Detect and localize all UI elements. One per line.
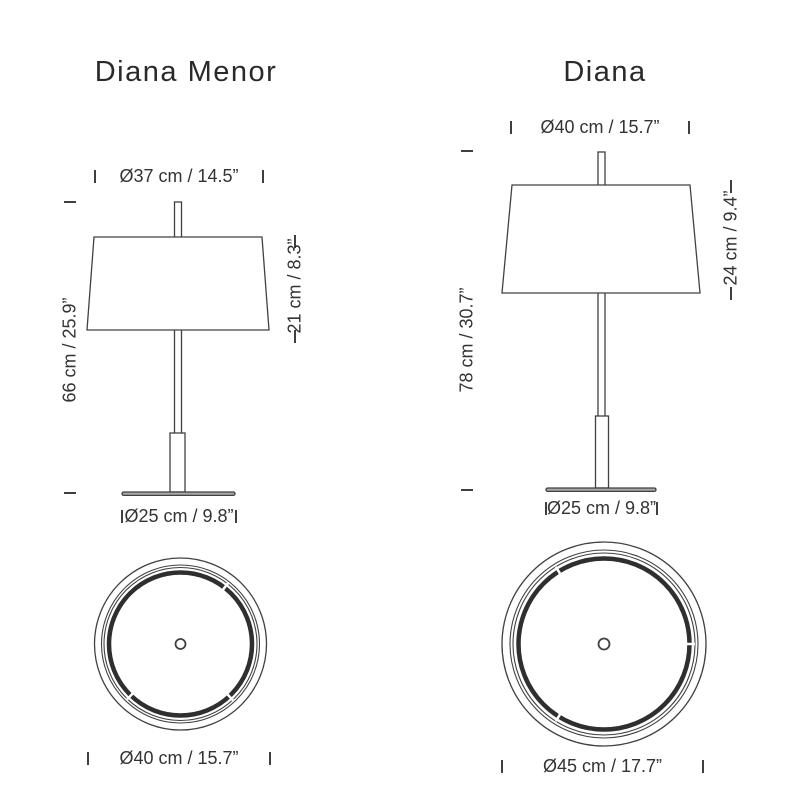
lamp1-dim-shade-height: 21 cm / 8.3” [284, 238, 305, 334]
lamp2-topview-ring-notch [554, 712, 563, 722]
lamp2-dim-shade-height: 24 cm / 9.4” [720, 190, 741, 286]
dim-tick [461, 489, 473, 491]
lamp1-topview-rim-circle [100, 564, 261, 724]
lamp2-shade [501, 184, 701, 294]
dim-tick [510, 120, 512, 134]
dim-tick [656, 501, 659, 515]
lamp2-dim-shade-diameter: Ø40 cm / 15.7” [510, 116, 690, 137]
lamp2-dim-topview-diameter: Ø45 cm / 17.7” [501, 755, 704, 776]
lamp2-stem-base-cylinder [594, 415, 610, 489]
dim-tick [545, 501, 547, 515]
dim-tick [87, 751, 89, 765]
lamp1-shade [86, 236, 270, 331]
lamp1-topview-ring-notch [126, 691, 135, 701]
lamp2-dim-total-height: 78 cm / 30.7” [456, 287, 477, 393]
dim-label: Ø45 cm / 17.7” [542, 755, 663, 776]
lamp1-dim-total-height: 66 cm / 25.9” [59, 297, 80, 403]
lamp1-title: Diana Menor [94, 56, 278, 88]
dim-tick [294, 235, 296, 248]
lamp2-title: Diana [563, 56, 647, 88]
lamp1-stem-base-cylinder [169, 432, 186, 493]
lamp1-dim-topview-diameter: Ø40 cm / 15.7” [87, 747, 271, 768]
lamp2-dim-base-diameter: Ø25 cm / 9.8” [545, 497, 659, 518]
lamp1-topview-rim-inner-circle [103, 566, 258, 722]
lamp2-base-plate [545, 487, 657, 493]
dim-label: Ø25 cm / 9.8” [547, 497, 657, 518]
lamp1-dim-shade-diameter: Ø37 cm / 14.5” [94, 165, 264, 186]
dim-tick [269, 751, 271, 765]
lamp1-topview-shade-ring [106, 570, 255, 718]
dim-label: Ø40 cm / 15.7” [119, 747, 239, 768]
lamp1-base-plate [121, 491, 236, 497]
dim-tick [688, 120, 690, 134]
dim-tick [235, 509, 237, 523]
dim-label: Ø37 cm / 14.5” [119, 165, 239, 186]
dim-tick [64, 492, 76, 494]
dim-tick [702, 759, 704, 773]
dim-tick [730, 287, 732, 300]
dim-label: Ø40 cm / 15.7” [540, 116, 660, 137]
dim-label: Ø25 cm / 9.8” [124, 505, 234, 526]
dim-tick [730, 180, 732, 193]
lamp1-dim-base-diameter: Ø25 cm / 9.8” [121, 505, 237, 526]
dim-tick [121, 509, 123, 523]
lamp1-topview-center-hole [174, 638, 187, 650]
dim-tick [501, 759, 503, 773]
dim-tick [94, 169, 96, 183]
dim-tick [294, 330, 296, 343]
dim-tick [262, 169, 264, 183]
lamp1-topview-ring-notch [225, 692, 234, 702]
lamp2-topview-ring-notch [554, 566, 563, 576]
dim-tick [461, 150, 473, 152]
lamp2-topview-center-hole [597, 637, 611, 651]
dim-tick [64, 201, 76, 203]
lamp1-topview-ring-notch [220, 582, 229, 592]
lamp2-topview-rim-circle [509, 549, 699, 739]
